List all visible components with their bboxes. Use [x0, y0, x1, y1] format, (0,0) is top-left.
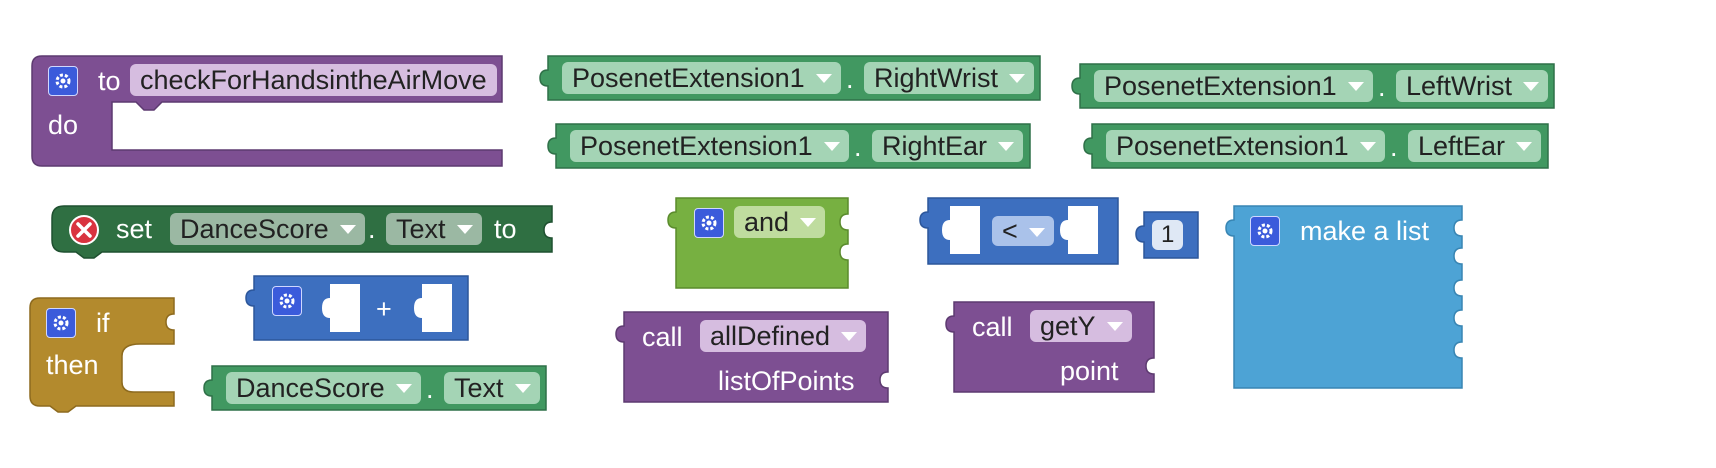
procedure-name: allDefined	[710, 321, 831, 351]
to-label: to	[98, 66, 121, 96]
mutator-gear-icon[interactable]	[694, 208, 724, 238]
chevron-down-icon	[456, 225, 473, 234]
property-dropdown[interactable]: RightEar	[872, 130, 1024, 162]
property-name: LeftWrist	[1406, 71, 1513, 101]
operator-dropdown[interactable]: and	[734, 206, 826, 238]
chevron-down-icon	[1028, 228, 1045, 237]
call-procedure-block[interactable]: call allDefined listOfPoints	[610, 311, 890, 404]
component-getter-block[interactable]: PosenetExtension1 . LeftEar	[1083, 123, 1549, 170]
mutator-gear-icon[interactable]	[272, 286, 302, 316]
dot-separator: .	[426, 374, 434, 404]
property-name: Text	[396, 214, 446, 244]
chevron-down-icon	[1106, 322, 1123, 331]
component-dropdown[interactable]: PosenetExtension1	[562, 62, 841, 94]
math-compare-block[interactable]: <	[914, 197, 1120, 266]
list-block-shape	[1225, 205, 1463, 389]
mutator-gear-icon[interactable]	[1250, 216, 1280, 246]
component-name: PosenetExtension1	[580, 131, 813, 161]
chevron-down-icon	[815, 74, 832, 83]
mutator-gear-icon[interactable]	[46, 308, 76, 338]
chevron-down-icon	[800, 218, 817, 227]
set-property-block[interactable]: set DanceScore . Text to	[51, 205, 554, 259]
property-name: LeftEar	[1418, 131, 1506, 161]
call-procedure-block[interactable]: call getY point	[940, 301, 1156, 394]
dot-separator: .	[1378, 72, 1386, 102]
logic-and-block[interactable]: and	[662, 197, 852, 290]
chevron-down-icon	[339, 225, 356, 234]
number-block[interactable]: 1	[1130, 211, 1200, 260]
property-dropdown[interactable]: Text	[444, 372, 540, 404]
property-dropdown[interactable]: LeftWrist	[1396, 70, 1549, 102]
procedure-name-field[interactable]: checkForHandsintheAirMove	[130, 64, 497, 96]
component-dropdown[interactable]: PosenetExtension1	[1094, 70, 1373, 102]
property-name: RightWrist	[874, 63, 999, 93]
procedure-dropdown[interactable]: getY	[1030, 310, 1132, 342]
component-getter-block[interactable]: PosenetExtension1 . RightEar	[547, 123, 1031, 170]
chevron-down-icon	[514, 384, 531, 393]
component-name: DanceScore	[180, 214, 329, 244]
component-name: PosenetExtension1	[1116, 131, 1349, 161]
chevron-down-icon	[1359, 142, 1376, 151]
if-then-block[interactable]: if then	[29, 297, 176, 413]
input-socket[interactable]	[320, 284, 362, 334]
chevron-down-icon	[1516, 142, 1533, 151]
set-label: set	[116, 214, 153, 244]
chevron-down-icon	[998, 142, 1015, 151]
call-label: call	[642, 322, 683, 352]
component-getter-block[interactable]: PosenetExtension1 . LeftWrist	[1071, 63, 1555, 110]
component-name: PosenetExtension1	[1104, 71, 1337, 101]
component-name: DanceScore	[236, 373, 385, 403]
if-label: if	[96, 308, 110, 338]
input-socket[interactable]	[1058, 206, 1100, 256]
procedure-name: getY	[1040, 311, 1096, 341]
property-name: Text	[454, 373, 504, 403]
mutator-gear-icon[interactable]	[48, 66, 78, 96]
input-socket[interactable]	[412, 284, 454, 334]
component-dropdown[interactable]: PosenetExtension1	[570, 130, 849, 162]
procedure-definition-block[interactable]: to checkForHandsintheAirMove do	[31, 55, 504, 168]
argument-label: point	[1060, 356, 1119, 386]
dot-separator: .	[854, 132, 862, 162]
chevron-down-icon	[395, 384, 412, 393]
property-dropdown[interactable]: LeftEar	[1408, 130, 1542, 162]
property-dropdown[interactable]: Text	[386, 213, 482, 245]
chevron-down-icon	[1347, 82, 1364, 91]
number-field[interactable]: 1	[1152, 220, 1184, 250]
math-add-block[interactable]: +	[240, 275, 470, 342]
dot-separator: .	[846, 64, 854, 94]
component-getter-block[interactable]: DanceScore . Text	[203, 365, 547, 412]
component-name: PosenetExtension1	[572, 63, 805, 93]
input-socket[interactable]	[940, 206, 982, 256]
operator-label: +	[376, 294, 392, 324]
dot-separator: .	[1390, 132, 1398, 162]
chevron-down-icon	[841, 332, 858, 341]
block-label: make a list	[1300, 216, 1430, 246]
chevron-down-icon	[1009, 74, 1026, 83]
property-dropdown[interactable]: RightWrist	[864, 62, 1035, 94]
chevron-down-icon	[1523, 82, 1540, 91]
operator-name: and	[744, 207, 790, 237]
component-getter-block[interactable]: PosenetExtension1 . RightWrist	[539, 55, 1041, 102]
chevron-down-icon	[823, 142, 840, 151]
dot-separator: .	[368, 214, 376, 244]
component-dropdown[interactable]: PosenetExtension1	[1106, 130, 1385, 162]
make-a-list-block[interactable]: make a list	[1218, 205, 1466, 390]
to-label: to	[494, 214, 517, 244]
component-dropdown[interactable]: DanceScore	[170, 213, 365, 245]
do-label: do	[48, 110, 79, 140]
error-icon[interactable]	[68, 214, 100, 246]
operator-dropdown[interactable]: <	[992, 216, 1054, 246]
component-dropdown[interactable]: DanceScore	[226, 372, 421, 404]
procedure-dropdown[interactable]: allDefined	[700, 320, 867, 352]
property-name: RightEar	[882, 131, 988, 161]
call-label: call	[972, 312, 1013, 342]
argument-label: listOfPoints	[718, 366, 855, 396]
then-label: then	[46, 350, 99, 380]
operator-name: <	[1002, 216, 1018, 246]
